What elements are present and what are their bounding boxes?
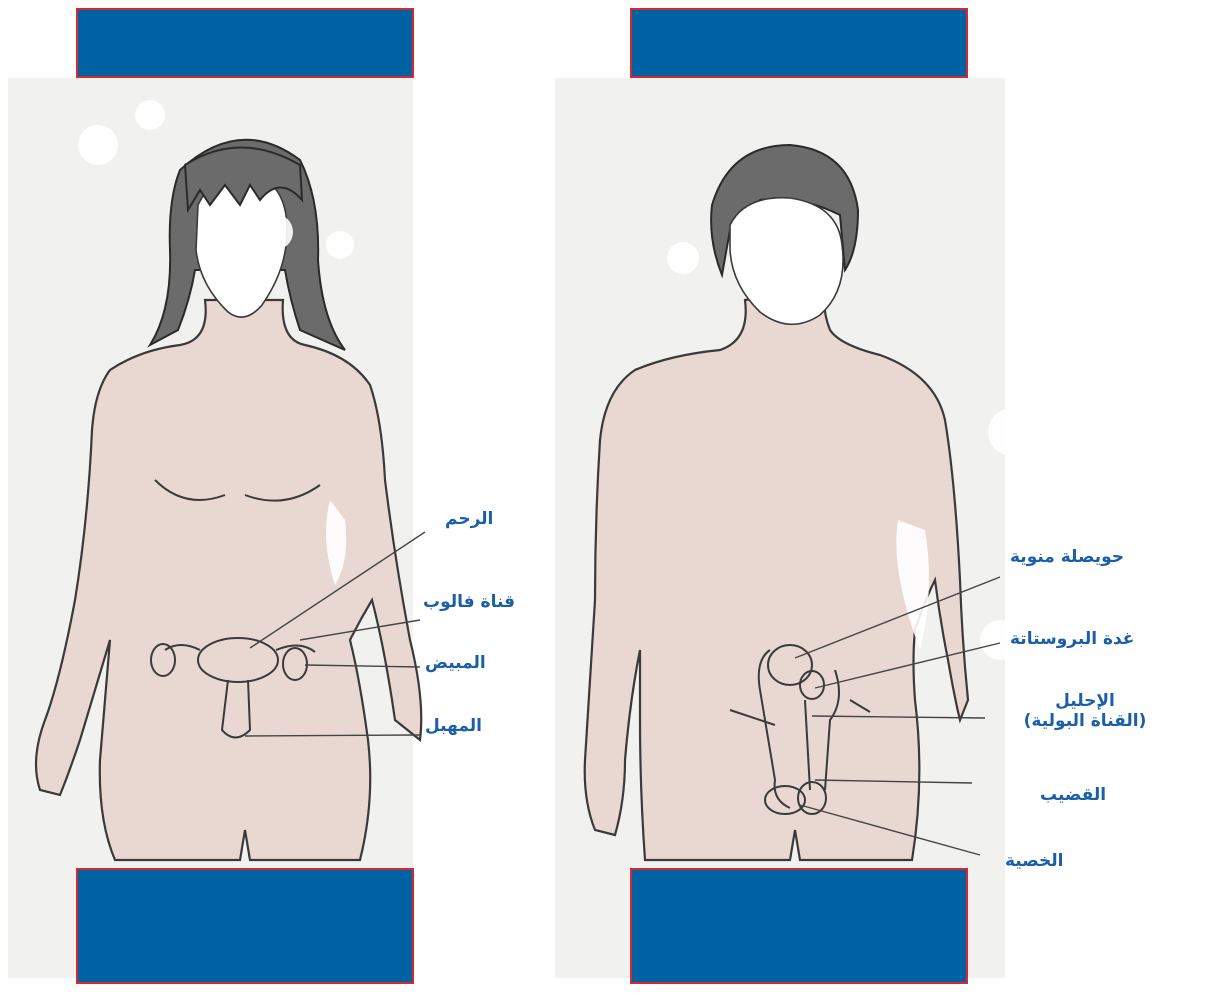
male-figure [585, 145, 968, 860]
label-fallopian-tube: قناة فالوب [423, 593, 515, 613]
label-penis: القضيب [1040, 786, 1106, 806]
female-body [36, 300, 421, 860]
female-figure [36, 140, 421, 860]
male-top-bar [630, 8, 968, 78]
label-vagina: المهبل [425, 717, 482, 737]
male-bottom-bar [630, 868, 968, 984]
label-uterus: الرحم [445, 510, 493, 530]
label-urethra-line2: (القناة البولية) [985, 712, 1185, 732]
label-urethra: الإحليل (القناة البولية) [985, 692, 1185, 731]
female-top-bar [76, 8, 414, 78]
label-seminal-vesicle: حويصلة منوية [1010, 548, 1124, 568]
female-bottom-bar [76, 868, 414, 984]
label-ovary: المبيض [425, 654, 486, 674]
label-urethra-line1: الإحليل [985, 692, 1185, 712]
label-testis: الخصية [1005, 852, 1063, 872]
label-prostate: غدة البروستاتة [1010, 630, 1134, 650]
